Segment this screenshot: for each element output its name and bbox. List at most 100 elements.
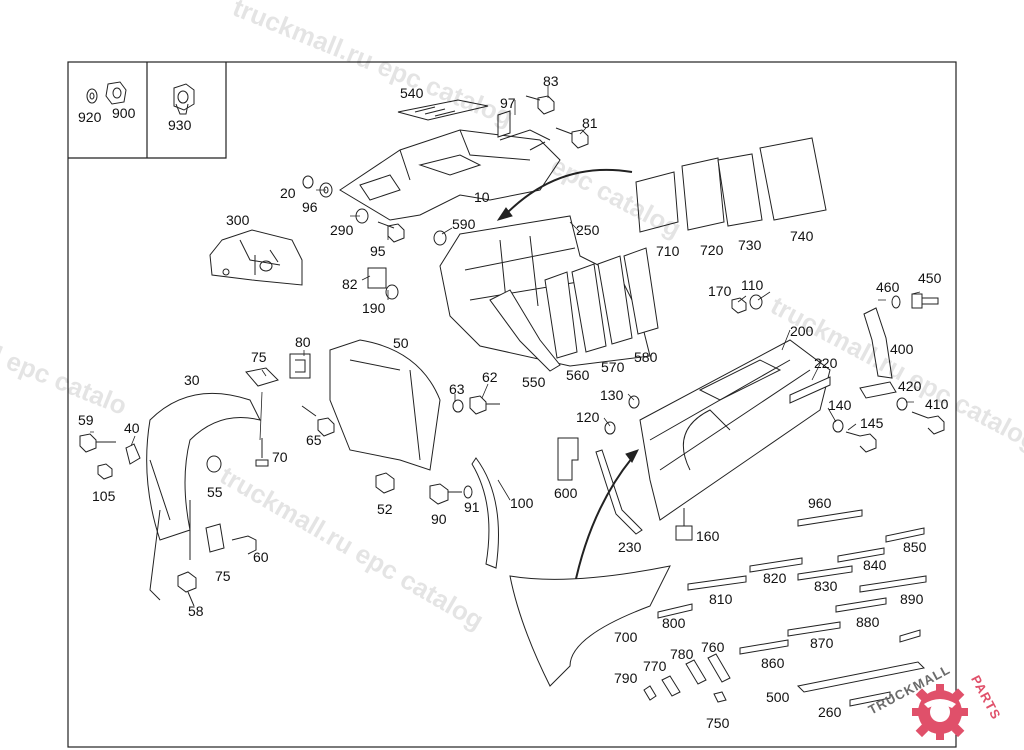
label-20: 20 (280, 185, 296, 201)
label-250: 250 (576, 222, 600, 238)
label-90: 90 (431, 511, 447, 527)
label-460: 460 (876, 279, 900, 295)
label-120: 120 (576, 409, 600, 425)
bolt-450 (911, 293, 939, 309)
label-83: 83 (543, 73, 559, 89)
trim-220 (789, 376, 831, 404)
label-710: 710 (656, 243, 680, 259)
label-800: 800 (662, 615, 686, 631)
label-760: 760 (701, 639, 725, 655)
bolt-58 (177, 571, 197, 607)
bolt-60 (231, 535, 257, 555)
label-810: 810 (709, 591, 733, 607)
clip-75 (245, 367, 279, 387)
label-140: 140 (828, 397, 852, 413)
washer-20 (302, 175, 314, 189)
bracket-97 (497, 110, 511, 138)
label-160: 160 (696, 528, 720, 544)
label-97: 97 (500, 95, 516, 111)
bolts-63-62 (452, 395, 500, 415)
washer-590 (433, 230, 447, 246)
inset-box (68, 62, 227, 159)
nut-55 (206, 455, 222, 473)
label-930: 930 (168, 117, 192, 133)
gear-icon (912, 684, 968, 740)
label-230: 230 (618, 539, 642, 555)
label-600: 600 (554, 485, 578, 501)
label-62: 62 (482, 369, 498, 385)
label-63: 63 (449, 381, 465, 397)
washer-190 (385, 284, 399, 300)
label-860: 860 (761, 655, 785, 671)
label-105: 105 (92, 488, 116, 504)
label-420: 420 (898, 378, 922, 394)
label-60: 60 (253, 549, 269, 565)
air-duct-10 (339, 129, 561, 221)
bolt-81 (555, 127, 589, 149)
clip-40 (125, 443, 141, 465)
bolt-930 (173, 83, 195, 115)
leader-lines (90, 86, 921, 501)
bolt-83 (525, 95, 555, 115)
label-50: 50 (393, 335, 409, 351)
label-82: 82 (342, 276, 358, 292)
arrow-pads-to-shield (505, 168, 633, 215)
washer-nut-920-900 (86, 81, 127, 105)
bolt-90 (429, 483, 462, 505)
label-540: 540 (400, 85, 424, 101)
bolt-410 (911, 411, 945, 435)
label-220: 220 (814, 355, 838, 371)
label-95: 95 (370, 243, 386, 259)
label-770: 770 (643, 658, 667, 674)
label-75-top: 75 (251, 349, 267, 365)
label-59: 59 (78, 412, 94, 428)
trim-strips (657, 509, 927, 707)
bolt-95 (377, 221, 405, 243)
label-580: 580 (634, 349, 658, 365)
truckmall-logo: TRUCKMALL PARTS (860, 660, 1010, 750)
washer-140 (832, 419, 844, 433)
label-110: 110 (741, 277, 764, 293)
nut-105 (97, 463, 113, 480)
label-400: 400 (890, 341, 914, 357)
label-780: 780 (670, 646, 694, 662)
label-450: 450 (918, 270, 942, 286)
label-96: 96 (302, 199, 318, 215)
label-91: 91 (464, 499, 480, 515)
strip-230 (595, 449, 643, 535)
bolt-160 (675, 508, 693, 541)
bolt-65 (301, 405, 335, 437)
washer-420 (896, 397, 908, 411)
label-130: 130 (600, 387, 624, 403)
label-820: 820 (763, 570, 787, 586)
label-740: 740 (790, 228, 814, 244)
label-190: 190 (362, 300, 386, 316)
cover-plate-540 (397, 99, 489, 121)
label-880: 880 (856, 614, 880, 630)
label-590: 590 (452, 216, 476, 232)
label-960: 960 (808, 495, 832, 511)
label-70: 70 (272, 449, 288, 465)
arrow-to-bumper (573, 457, 633, 589)
bolt-59 (79, 433, 116, 453)
label-81: 81 (582, 115, 598, 131)
label-65: 65 (306, 432, 322, 448)
label-260: 260 (818, 704, 842, 720)
bracket-75 (205, 523, 225, 553)
label-830: 830 (814, 578, 838, 594)
label-840: 840 (863, 557, 887, 573)
nut-52 (375, 472, 395, 494)
washer-130 (628, 395, 640, 409)
bracket-300 (209, 229, 303, 286)
label-200: 200 (790, 323, 814, 339)
label-850: 850 (903, 539, 927, 555)
label-560: 560 (566, 367, 590, 383)
seal-600 (557, 437, 579, 481)
strip-100 (471, 457, 499, 569)
screw-70 (255, 438, 269, 467)
label-290: 290 (330, 222, 354, 238)
label-570: 570 (601, 359, 625, 375)
label-870: 870 (810, 635, 834, 651)
bolt-145 (845, 431, 877, 453)
